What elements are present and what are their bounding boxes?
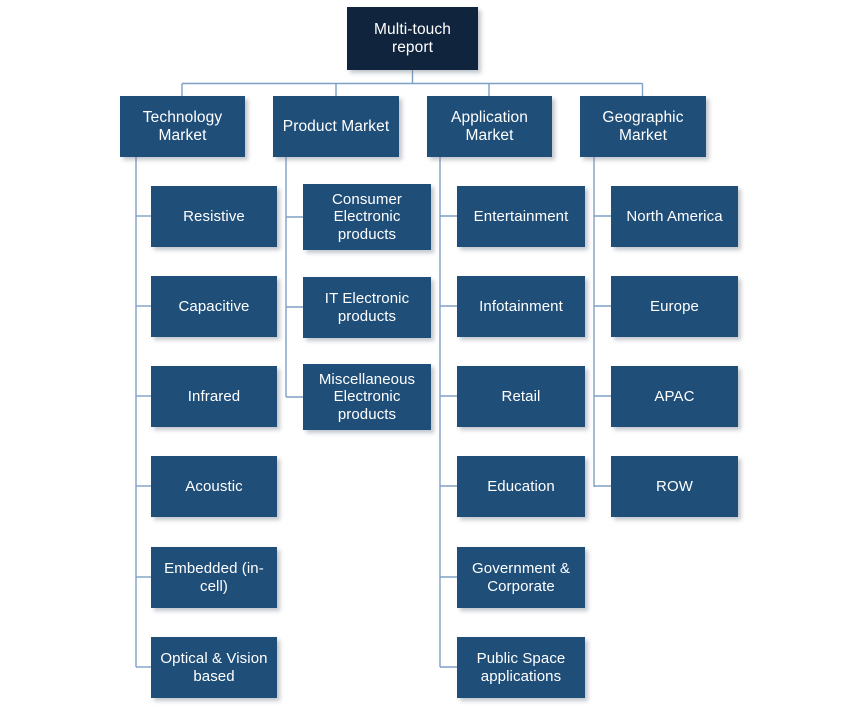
leaf-node-label: Education	[487, 477, 555, 495]
branch-header-technology-market[interactable]: Technology Market	[120, 96, 245, 157]
leaf-node-europe[interactable]: Europe	[611, 276, 738, 337]
leaf-node-label: Retail	[501, 387, 541, 405]
leaf-node-label: Miscellaneous Electronic products	[318, 370, 416, 423]
branch-header-label: Application Market	[451, 108, 528, 144]
leaf-node-government-corporate[interactable]: Government & Corporate	[457, 547, 585, 608]
leaf-node-it-electronic-products[interactable]: IT Electronic products	[303, 277, 431, 338]
leaf-node-label: Entertainment	[473, 207, 569, 225]
leaf-node-label: Capacitive	[178, 297, 250, 315]
leaf-node-label: APAC	[654, 387, 695, 405]
leaf-node-consumer-electronic-products[interactable]: Consumer Electronic products	[303, 184, 431, 250]
leaf-node-row[interactable]: ROW	[611, 456, 738, 517]
leaf-node-resistive[interactable]: Resistive	[151, 186, 277, 247]
leaf-node-label: Consumer Electronic products	[332, 190, 402, 243]
leaf-node-label: Infotainment	[479, 297, 563, 315]
leaf-node-label: Acoustic	[185, 477, 243, 495]
branch-header-label: Product Market	[282, 117, 390, 135]
leaf-node-retail[interactable]: Retail	[457, 366, 585, 427]
leaf-node-miscellaneous-electronic-products[interactable]: Miscellaneous Electronic products	[303, 364, 431, 430]
leaf-node-label: Infrared	[187, 387, 241, 405]
branch-header-geographic-market[interactable]: Geographic Market	[580, 96, 706, 157]
leaf-node-label: Resistive	[183, 207, 245, 225]
leaf-node-education[interactable]: Education	[457, 456, 585, 517]
leaf-node-label: Europe	[650, 297, 699, 315]
root-node-label: Multi-touch report	[374, 20, 451, 56]
leaf-node-embedded-in-cell[interactable]: Embedded (in-cell)	[151, 547, 277, 608]
root-node-multi-touch-report[interactable]: Multi-touch report	[347, 7, 478, 70]
leaf-node-north-america[interactable]: North America	[611, 186, 738, 247]
leaf-node-entertainment[interactable]: Entertainment	[457, 186, 585, 247]
leaf-node-capacitive[interactable]: Capacitive	[151, 276, 277, 337]
leaf-node-infotainment[interactable]: Infotainment	[457, 276, 585, 337]
leaf-node-label: Government & Corporate	[472, 560, 570, 595]
leaf-node-label: Embedded (in-cell)	[164, 560, 264, 595]
leaf-node-label: IT Electronic products	[324, 290, 410, 325]
leaf-node-label: Optical & Vision based	[160, 650, 268, 685]
leaf-node-label: ROW	[656, 477, 693, 495]
branch-header-label: Technology Market	[142, 108, 223, 144]
leaf-node-public-space-applications[interactable]: Public Space applications	[457, 637, 585, 698]
leaf-node-infrared[interactable]: Infrared	[151, 366, 277, 427]
leaf-node-label: Public Space applications	[476, 650, 566, 685]
branch-header-label: Geographic Market	[602, 108, 684, 144]
branch-header-application-market[interactable]: Application Market	[427, 96, 552, 157]
branch-header-product-market[interactable]: Product Market	[273, 96, 399, 157]
leaf-node-optical-vision-based[interactable]: Optical & Vision based	[151, 637, 277, 698]
leaf-node-apac[interactable]: APAC	[611, 366, 738, 427]
leaf-node-label: North America	[626, 207, 723, 225]
leaf-node-acoustic[interactable]: Acoustic	[151, 456, 277, 517]
